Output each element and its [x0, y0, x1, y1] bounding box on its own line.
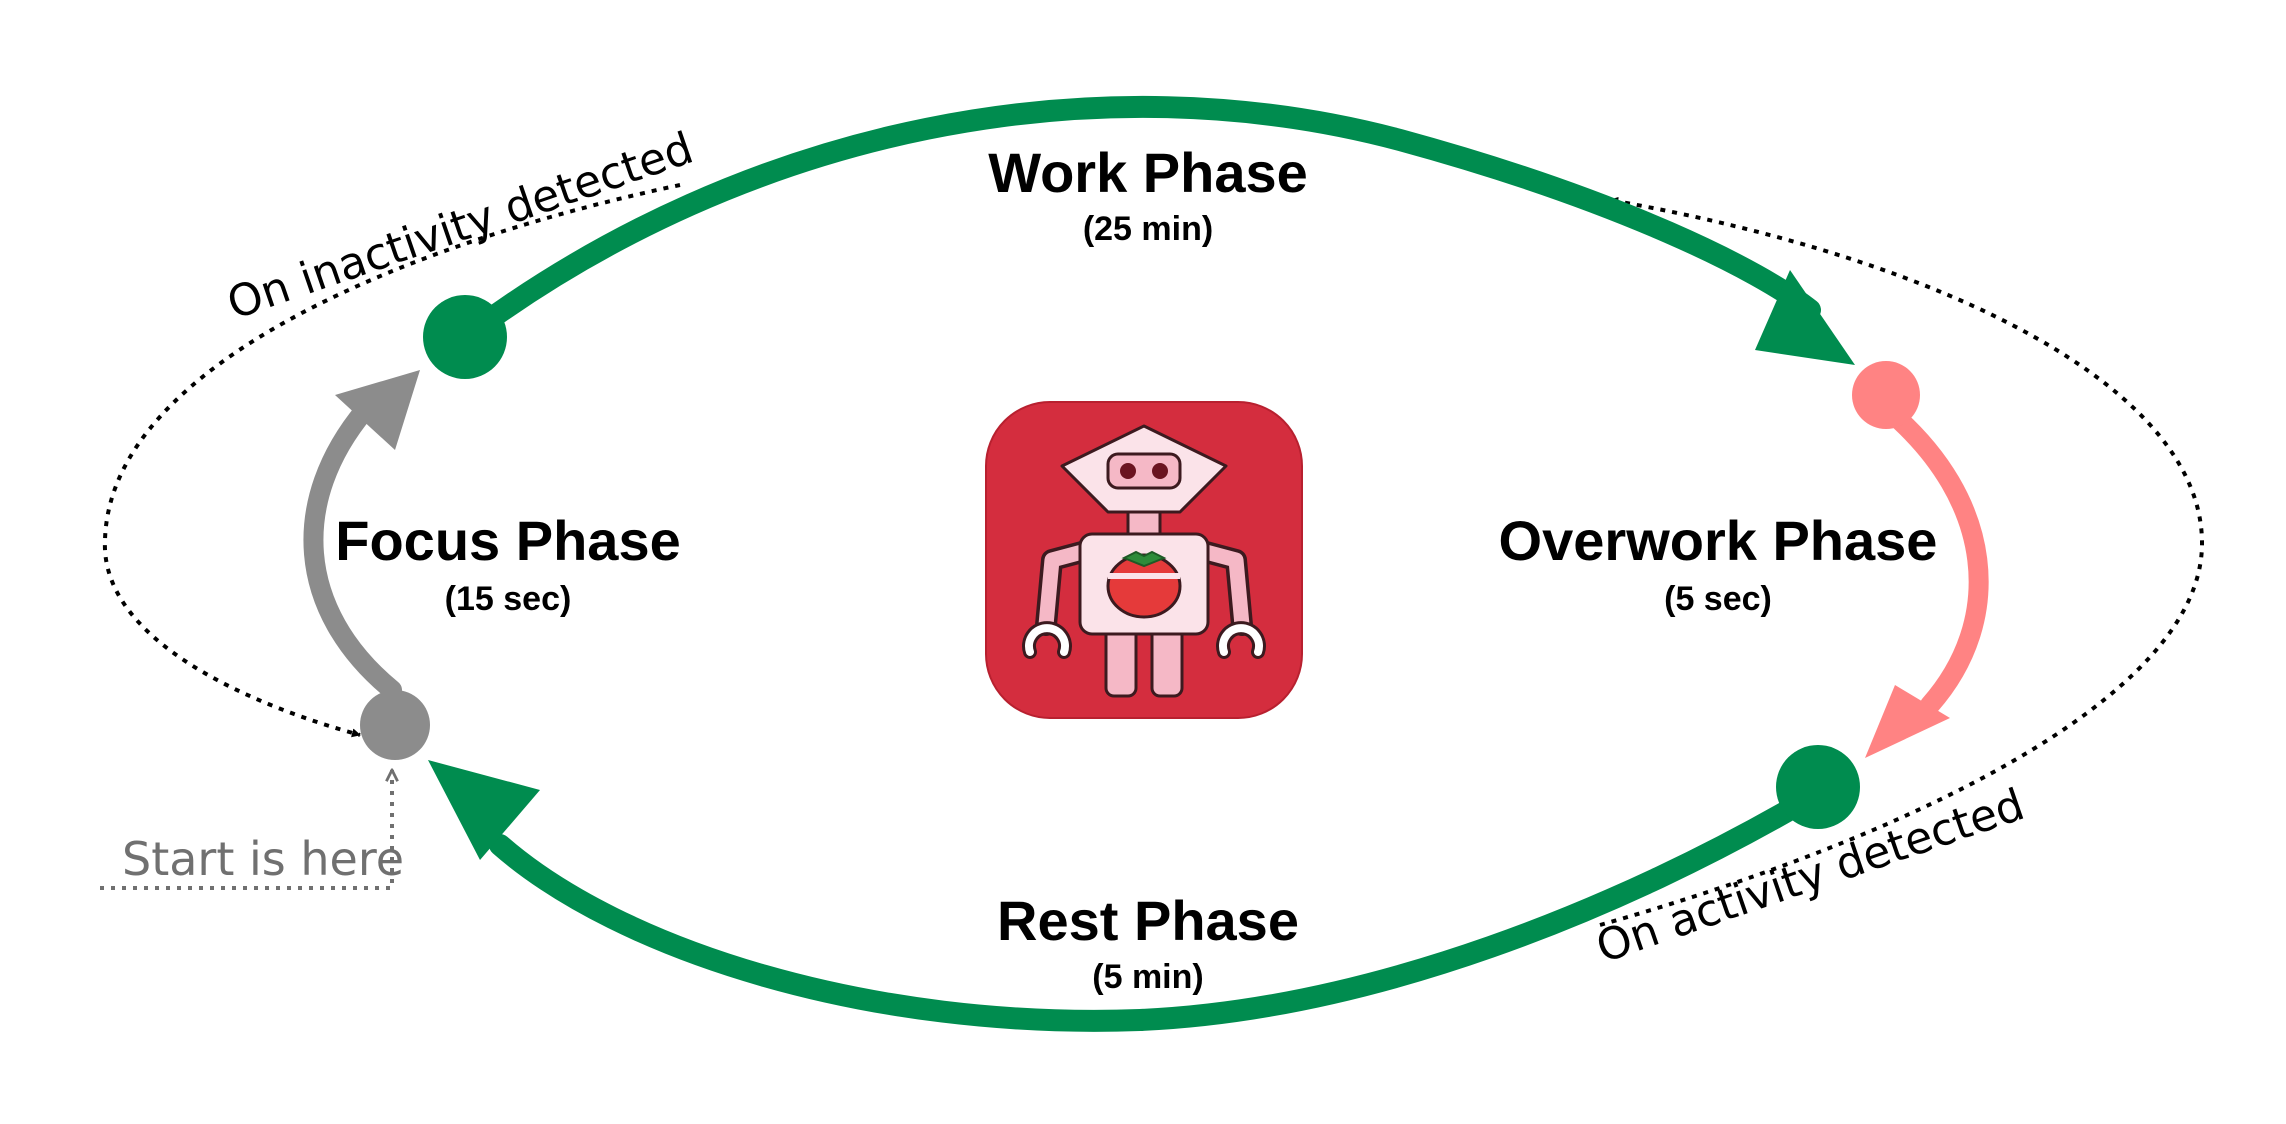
work-phase-title: Work Phase: [988, 141, 1308, 204]
start-label: Start is here: [122, 832, 404, 886]
rest-phase-duration: (5 min): [1092, 958, 1203, 996]
overwork-phase-arc: [1878, 400, 1989, 715]
overwork-phase-duration: (5 sec): [1664, 580, 1772, 618]
rest-phase-title: Rest Phase: [997, 889, 1299, 952]
work-phase-start-node: [423, 295, 507, 379]
rest-phase-arc: [489, 784, 1826, 1032]
focus-phase-arc: [303, 400, 402, 700]
work-phase-arc: [457, 95, 1821, 346]
robot-tomato-timer-icon: [985, 401, 1303, 719]
focus-phase-duration: (15 sec): [445, 580, 572, 618]
focus-phase-start-node: [360, 690, 430, 760]
overwork-phase-title: Overwork Phase: [1499, 509, 1938, 572]
work-phase-arrowhead: [1755, 270, 1855, 365]
rest-phase-arrowhead: [428, 760, 540, 860]
inactivity-loop-path: [102, 183, 681, 738]
focus-phase-title: Focus Phase: [335, 509, 680, 572]
work-phase-duration: (25 min): [1083, 210, 1213, 248]
overwork-phase-start-node: [1852, 361, 1920, 429]
rest-phase-start-node: [1776, 745, 1860, 829]
focus-phase-arrowhead: [335, 370, 420, 450]
overwork-phase-arrowhead: [1865, 685, 1950, 758]
activity-loop-path: [1599, 196, 2205, 927]
